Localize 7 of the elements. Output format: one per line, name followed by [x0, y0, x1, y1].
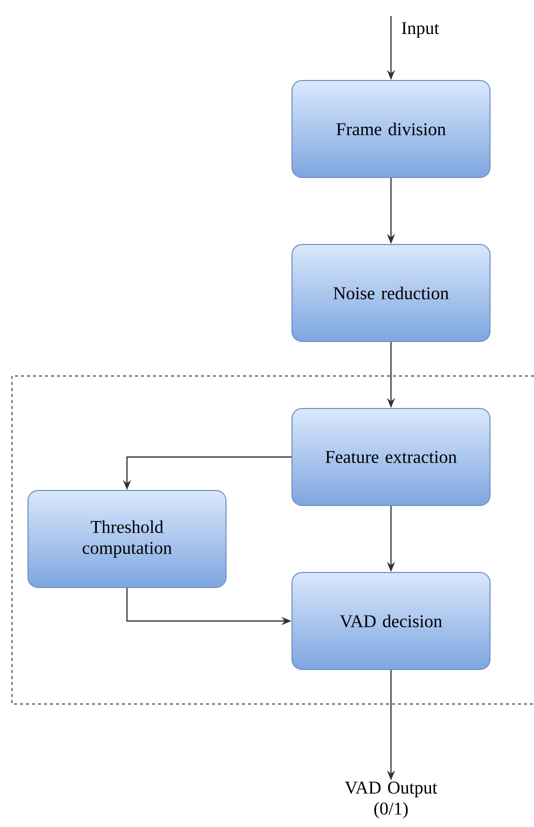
process-box: Noise reduction: [292, 244, 490, 342]
process-box: Feature extraction: [292, 408, 490, 506]
output-label: VAD Output (0/1): [344, 782, 438, 818]
process-box: Frame division: [292, 80, 490, 178]
input-label: Input: [402, 22, 440, 38]
process-box: Threshold computation: [28, 490, 226, 588]
process-box: VAD decision: [292, 572, 490, 670]
